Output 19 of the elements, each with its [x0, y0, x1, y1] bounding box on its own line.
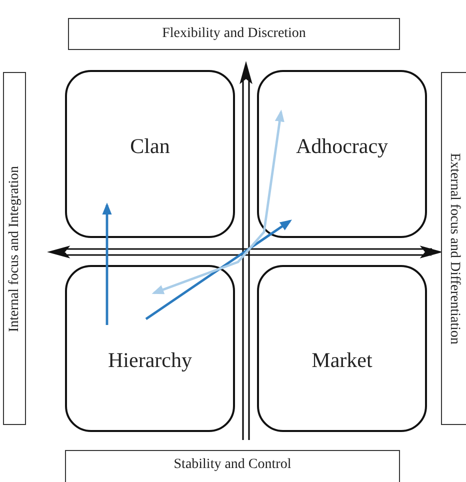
quadrant-box — [257, 265, 427, 432]
band-box — [68, 18, 400, 50]
quadrant-label: Clan — [130, 134, 170, 158]
band-box — [65, 450, 400, 482]
quadrant-label: Hierarchy — [108, 348, 192, 373]
side-band-box — [3, 72, 26, 425]
arrow — [145, 220, 292, 320]
arrow — [152, 110, 284, 294]
quadrant-label: Market — [312, 348, 372, 373]
quadrant-box — [65, 70, 235, 238]
quadrant-label: Adhocracy — [296, 134, 388, 158]
axis-label: Flexibility and Discretion — [162, 26, 306, 42]
axis-label: Stability and Control — [174, 457, 292, 473]
arrow — [102, 202, 112, 325]
quadrant-box — [65, 265, 235, 432]
side-band-box — [441, 72, 466, 425]
axis-label: External focus and Differentiation — [446, 152, 462, 344]
quadrant-box — [257, 70, 427, 238]
axis-label: Internal focus and Integration — [6, 166, 22, 332]
